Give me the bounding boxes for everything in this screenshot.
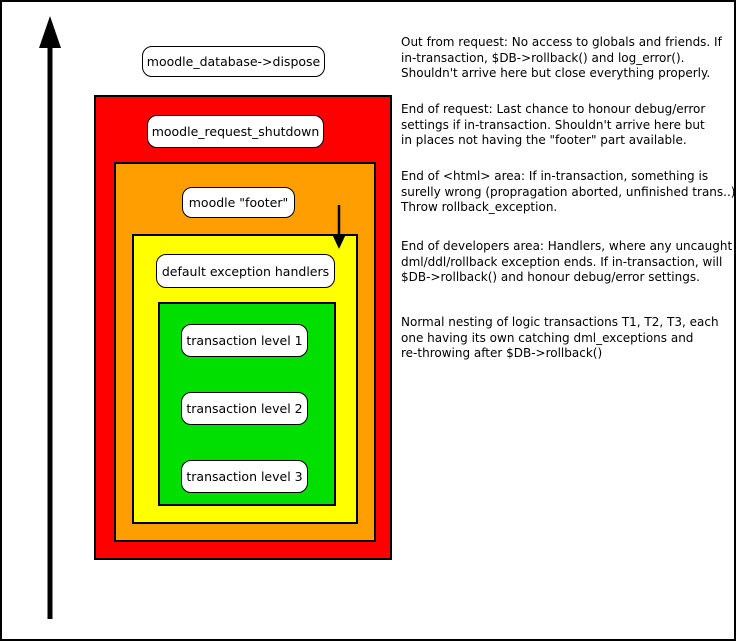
label-moodle-footer: moodle "footer" <box>182 187 295 218</box>
label-moodle-database-dispose: moodle_database->dispose <box>142 46 325 77</box>
label-default-exception-handlers: default exception handlers <box>156 254 335 288</box>
layer-transactions: transaction level 1 transaction level 2 … <box>158 302 336 506</box>
annotation-normal-nesting: Normal nesting of logic transactions T1,… <box>401 315 719 360</box>
annotation-end-of-request: End of request: Last chance to honour de… <box>401 102 706 147</box>
label-transaction-level-2: transaction level 2 <box>181 392 308 425</box>
annotation-end-of-html-area: End of <html> area: If in-transaction, s… <box>401 169 736 214</box>
annotation-end-of-developers-area: End of developers area: Handlers, where … <box>401 239 733 284</box>
up-arrow <box>39 16 61 619</box>
label-moodle-request-shutdown: moodle_request_shutdown <box>147 115 324 148</box>
layer-exception-handlers: default exception handlers transaction l… <box>132 234 358 524</box>
layer-request-shutdown: moodle_request_shutdown moodle "footer" … <box>94 95 392 560</box>
layer-footer: moodle "footer" default exception handle… <box>114 162 376 542</box>
label-transaction-level-1: transaction level 1 <box>181 324 308 357</box>
annotation-out-from-request: Out from request: No access to globals a… <box>401 35 722 80</box>
down-arrow <box>332 205 346 249</box>
label-transaction-level-3: transaction level 3 <box>181 460 308 493</box>
